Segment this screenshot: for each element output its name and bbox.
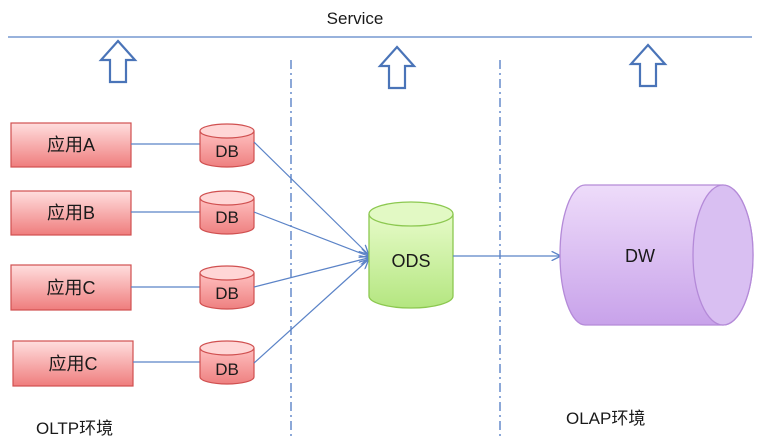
app-box: 应用C [10,264,132,311]
app-box: 应用B [10,190,132,236]
db-ods-arrow [253,260,368,364]
db-cylinder: DB [199,340,255,385]
up-arrow-icon [628,43,668,88]
app-label: 应用C [49,354,98,374]
db-label: DB [215,142,239,161]
db-cylinder: DB [199,190,255,235]
db-label: DB [215,208,239,227]
app-label: 应用C [47,278,96,298]
db-ods-arrow [253,211,368,256]
db-label: DB [215,284,239,303]
dw-label: DW [625,246,655,266]
ods-cylinder: ODS [368,201,454,309]
app-box: 应用A [10,122,132,168]
up-arrow-icon [377,45,417,90]
db-cylinder: DB [199,265,255,310]
app-label: 应用B [47,203,95,223]
db-cylinder: DB [199,123,255,168]
app-box: 应用C [12,340,134,387]
dw-cylinder: DW [559,184,754,326]
up-arrow-icon [98,39,138,84]
olap-zone-label: OLAP环境 [566,409,645,428]
service-label: Service [327,9,384,28]
app-label: 应用A [47,135,95,155]
ods-label: ODS [391,251,430,271]
oltp-zone-label: OLTP环境 [36,419,113,438]
db-ods-arrow [253,141,368,254]
db-ods-arrow [253,258,368,288]
db-label: DB [215,360,239,379]
